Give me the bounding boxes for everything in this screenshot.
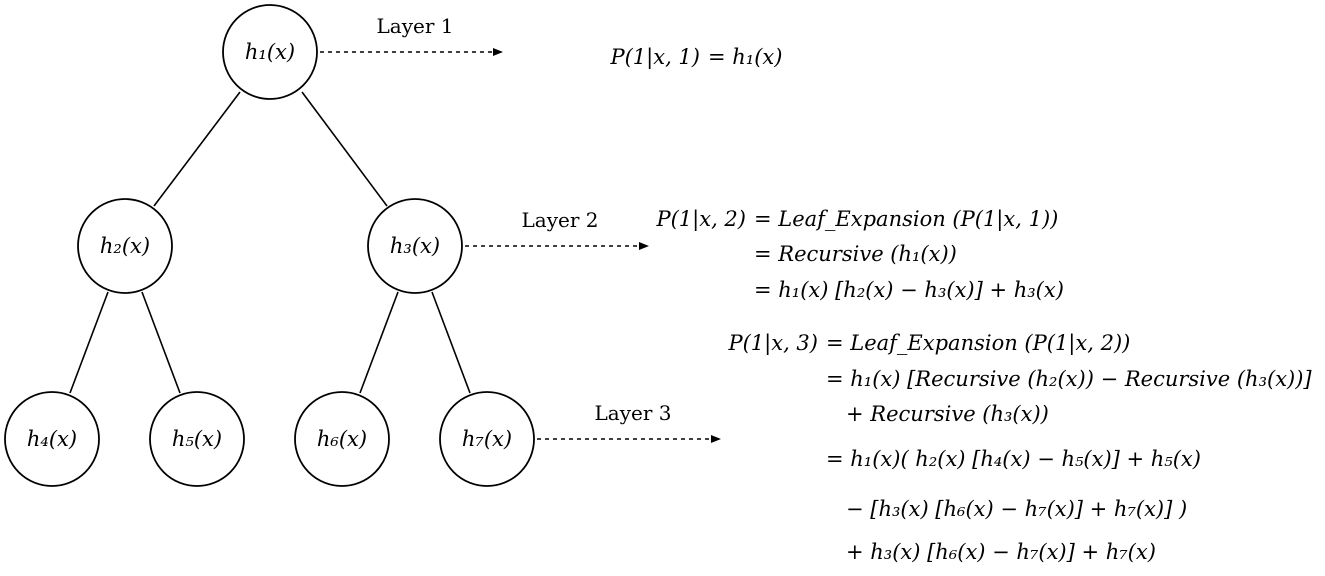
equation-3-line-5: − [h₃(x) [h₆(x) − h₇(x)] + h₇(x)] ) [846, 497, 1187, 521]
node-label-h6: h₆(x) [317, 427, 367, 451]
equation-2-line-3: = h₁(x) [h₂(x) − h₃(x)] + h₃(x) [754, 278, 1064, 302]
tree-node-h2: h₂(x) [77, 198, 173, 294]
tree-node-h5: h₅(x) [149, 391, 245, 487]
layer-3-indicator: Layer 3 [537, 401, 721, 443]
equation-3-line-4: = h₁(x)( h₂(x) [h₄(x) − h₅(x)] + h₅(x) [826, 447, 1201, 471]
equation-3-line-3: + Recursive (h₃(x)) [846, 402, 1049, 426]
equation-3-line-6: + h₃(x) [h₆(x) − h₇(x)] + h₇(x) [846, 540, 1156, 564]
tree-node-h4: h₄(x) [4, 391, 100, 487]
equation-2-line-1: = Leaf_Expansion (P(1|x, 1)) [754, 207, 1058, 232]
equation-3-lhs: P(1|x, 3) [727, 331, 818, 356]
node-label-h5: h₅(x) [172, 427, 222, 451]
equation-layer-3: P(1|x, 3) = Leaf_Expansion (P(1|x, 2)) =… [727, 331, 1312, 564]
node-label-h4: h₄(x) [27, 427, 77, 451]
edge-h2-h4 [69, 291, 109, 394]
node-label-h2: h₂(x) [100, 234, 150, 258]
equation-3-line-2: = h₁(x) [Recursive (h₂(x)) − Recursive (… [826, 367, 1312, 391]
node-label-h1: h₁(x) [245, 40, 295, 64]
layer-3-label: Layer 3 [595, 401, 672, 425]
layer-2-label: Layer 2 [522, 208, 599, 232]
tree-node-h3: h₃(x) [367, 198, 463, 294]
equation-1-line-1: = h₁(x) [708, 45, 782, 69]
equation-3-line-1: = Leaf_Expansion (P(1|x, 2)) [826, 331, 1130, 356]
layer-1-indicator: Layer 1 [320, 14, 503, 56]
tree-node-h6: h₆(x) [294, 391, 390, 487]
edge-h3-h7 [431, 291, 471, 394]
edge-h2-h5 [141, 291, 181, 394]
tree-edges [69, 91, 471, 394]
layer-1-label: Layer 1 [377, 14, 454, 38]
node-label-h3: h₃(x) [390, 234, 440, 258]
equation-layer-2: P(1|x, 2) = Leaf_Expansion (P(1|x, 1)) =… [655, 207, 1063, 302]
equation-layer-1: P(1|x, 1) = h₁(x) [609, 45, 782, 70]
equation-2-lhs: P(1|x, 2) [655, 207, 746, 232]
equation-2-line-2: = Recursive (h₁(x)) [754, 242, 957, 266]
edge-h1-h3 [301, 91, 388, 207]
node-label-h7: h₇(x) [462, 427, 512, 451]
tree-node-h1: h₁(x) [222, 4, 318, 100]
equation-1-lhs: P(1|x, 1) [609, 45, 700, 70]
tree-node-h7: h₇(x) [439, 391, 535, 487]
edge-h3-h6 [359, 291, 399, 394]
edge-h1-h2 [153, 91, 241, 207]
layer-2-indicator: Layer 2 [465, 208, 649, 250]
